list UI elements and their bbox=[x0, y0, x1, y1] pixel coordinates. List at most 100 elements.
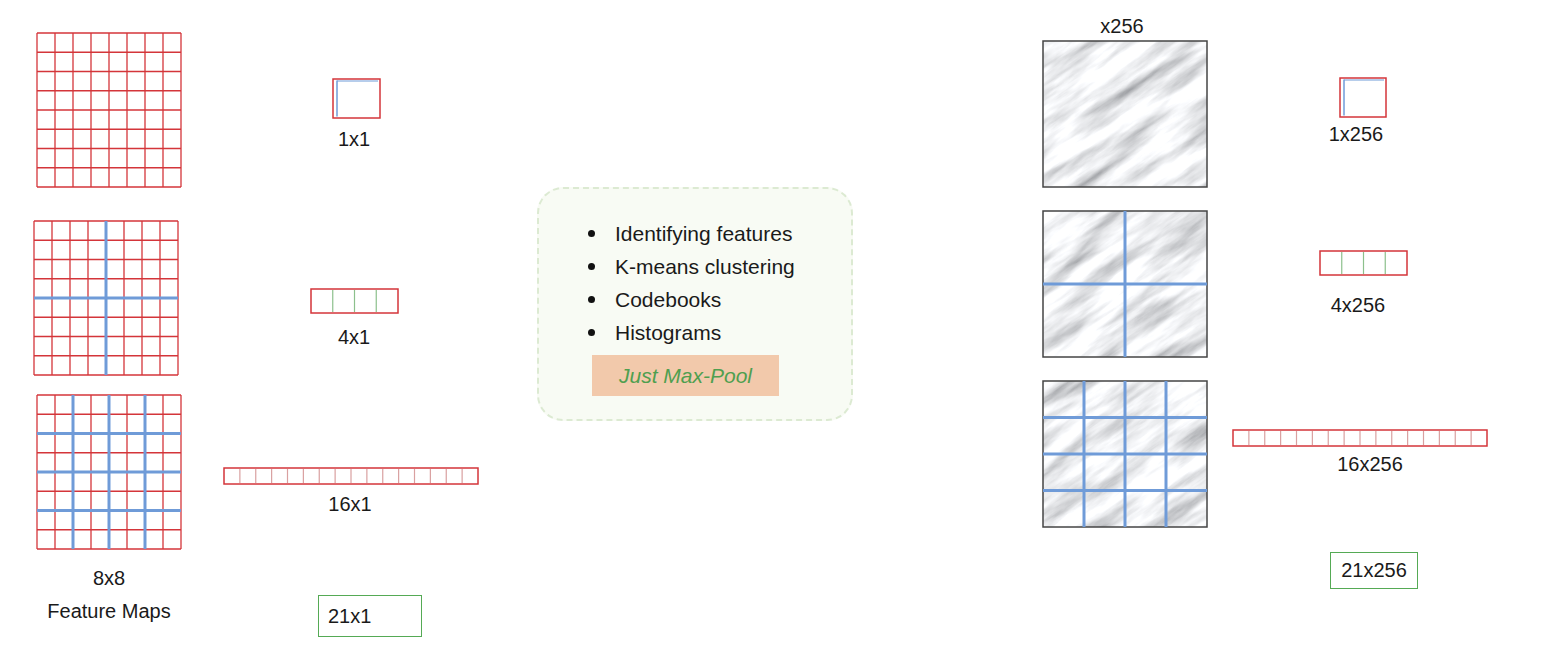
pool-division bbox=[144, 395, 147, 549]
image-border bbox=[1043, 211, 1207, 357]
grid-line bbox=[37, 109, 181, 110]
vector-cell-line bbox=[1407, 431, 1408, 445]
image-border bbox=[1043, 41, 1207, 187]
size-label: 1x256 bbox=[1256, 122, 1456, 146]
vector-cell-line bbox=[1363, 252, 1364, 274]
highlight-tag: Just Max-Pool bbox=[592, 355, 779, 396]
vector-cell-line bbox=[319, 469, 320, 483]
pool-division bbox=[34, 297, 178, 300]
vector-cell-line bbox=[446, 469, 447, 483]
vector-cell-line bbox=[1312, 431, 1313, 445]
grid-line bbox=[162, 33, 163, 187]
method-panel: Identifying featuresK-means clusteringCo… bbox=[537, 187, 853, 421]
vector-outline bbox=[311, 289, 398, 313]
bullet-item: Identifying features bbox=[588, 217, 841, 250]
grid-line bbox=[37, 471, 181, 472]
vector-cell-line bbox=[382, 469, 383, 483]
bullet-item: Histograms bbox=[588, 316, 841, 349]
marble-texture bbox=[1043, 381, 1207, 527]
pool-division bbox=[1043, 489, 1207, 492]
pool-division bbox=[37, 509, 181, 512]
vector-cell-line bbox=[354, 290, 355, 312]
vector-cell-line bbox=[1280, 431, 1281, 445]
pooled-vector bbox=[1340, 78, 1386, 117]
vector-cell-line bbox=[335, 469, 336, 483]
grid-line bbox=[37, 186, 181, 187]
vector-cell-line bbox=[1471, 431, 1472, 445]
vector-cell-line bbox=[376, 290, 377, 312]
vector-cell-line bbox=[366, 469, 367, 483]
vector-cell-line bbox=[1455, 431, 1456, 445]
vector-cell-line bbox=[303, 469, 304, 483]
pooled-vector bbox=[311, 289, 398, 313]
vector-outline bbox=[1320, 251, 1407, 275]
vector-outline bbox=[1233, 430, 1487, 446]
texture-image bbox=[918, 250, 1331, 655]
size-label: 16x1 bbox=[250, 492, 450, 516]
vector-cell-line bbox=[337, 81, 378, 82]
grid-line bbox=[126, 33, 127, 187]
pool-division bbox=[1043, 453, 1207, 456]
output-vector-box: 21x1 bbox=[318, 595, 422, 637]
vector-cell-line bbox=[1264, 431, 1265, 445]
marble-texture bbox=[1043, 41, 1207, 187]
size-label: x256 bbox=[1022, 14, 1222, 38]
vector-outline bbox=[1340, 78, 1386, 117]
pooled-vector bbox=[1233, 430, 1487, 446]
vector-cell-line bbox=[1341, 252, 1342, 274]
pool-division bbox=[37, 471, 181, 474]
image-border bbox=[1043, 381, 1207, 527]
feature-map-grid bbox=[37, 395, 181, 549]
grid-line bbox=[180, 33, 181, 187]
output-vector-box: 21x256 bbox=[1330, 552, 1418, 589]
grid-line bbox=[37, 129, 181, 130]
vector-outline bbox=[333, 79, 380, 118]
vector-cell-line bbox=[336, 81, 338, 117]
marble-texture bbox=[1043, 211, 1207, 357]
size-label: 16x256 bbox=[1270, 452, 1470, 476]
grid-line bbox=[37, 148, 181, 149]
size-label: 1x1 bbox=[254, 127, 454, 151]
pooled-vector bbox=[224, 468, 478, 484]
vector-cell-line bbox=[414, 469, 415, 483]
grid-line bbox=[37, 510, 181, 511]
vector-cell-line bbox=[1248, 431, 1249, 445]
pooled-vector bbox=[1320, 251, 1407, 275]
vector-cell-line bbox=[1344, 431, 1345, 445]
vector-cell-line bbox=[1423, 431, 1424, 445]
vector-cell-line bbox=[255, 469, 256, 483]
size-label: 4x1 bbox=[254, 325, 454, 349]
vector-cell-line bbox=[1375, 431, 1376, 445]
vector-cell-line bbox=[1328, 431, 1329, 445]
box-text: 21x256 bbox=[1341, 559, 1407, 582]
grid-line bbox=[144, 395, 145, 549]
vector-cell-line bbox=[1391, 431, 1392, 445]
grid-line bbox=[144, 33, 145, 187]
vector-cell-line bbox=[398, 469, 399, 483]
box-text: Just Max-Pool bbox=[619, 364, 752, 388]
vector-cell-line bbox=[350, 469, 351, 483]
vector-cell-line bbox=[1359, 431, 1360, 445]
vector-cell-line bbox=[1439, 431, 1440, 445]
vector-cell-line bbox=[1344, 80, 1384, 81]
size-label: 8x8 bbox=[9, 566, 209, 590]
feature-map-grid bbox=[37, 33, 181, 187]
vector-cell-line bbox=[287, 469, 288, 483]
grid-line bbox=[34, 297, 178, 298]
vector-cell-line bbox=[1343, 80, 1345, 116]
size-label: Feature Maps bbox=[9, 599, 209, 623]
grid-line bbox=[37, 167, 181, 168]
pool-division bbox=[1165, 381, 1168, 527]
bullet-item: K-means clustering bbox=[588, 250, 841, 283]
vector-cell-line bbox=[1296, 431, 1297, 445]
feature-map-grid bbox=[34, 221, 178, 375]
bullet-item: Codebooks bbox=[588, 283, 841, 316]
vector-cell-line bbox=[430, 469, 431, 483]
vector-cell-line bbox=[239, 469, 240, 483]
vector-cell-line bbox=[271, 469, 272, 483]
pooled-vector bbox=[333, 79, 380, 118]
vector-cell-line bbox=[462, 469, 463, 483]
pool-division bbox=[1043, 283, 1207, 286]
vector-cell-line bbox=[332, 290, 333, 312]
